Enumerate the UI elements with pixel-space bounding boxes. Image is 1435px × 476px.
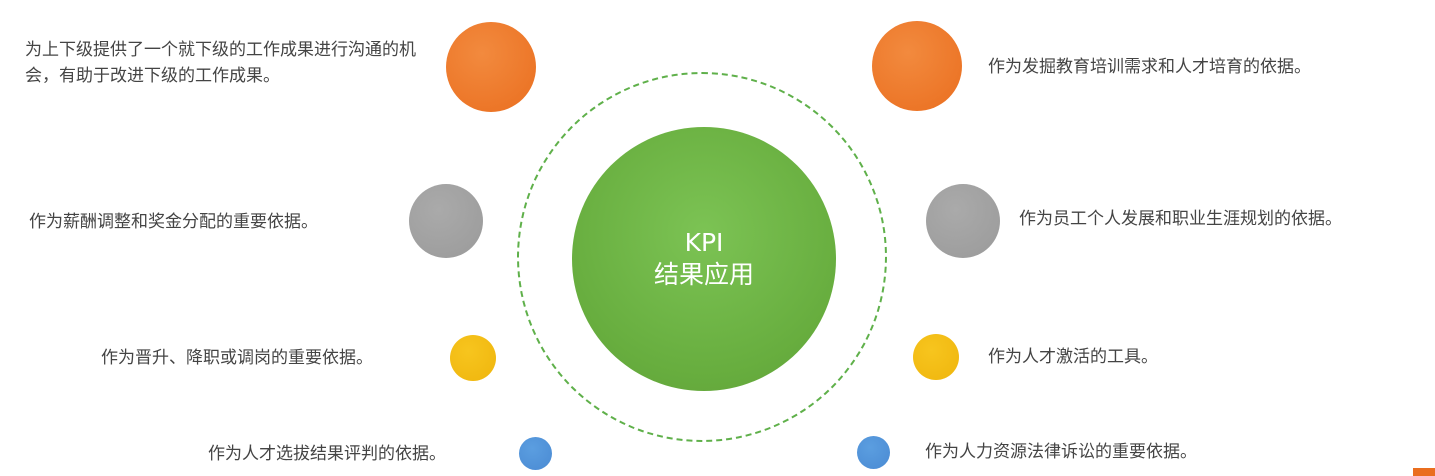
gray-dot-right (926, 184, 1000, 258)
item-label-right-lower-mid: 作为人才激活的工具。 (988, 347, 1158, 367)
corner-marker (1413, 468, 1435, 476)
dashed-ring (517, 72, 887, 442)
yellow-dot-right (913, 334, 959, 380)
item-label-left-top: 为上下级提供了一个就下级的工作成果进行沟通的机会，有助于改进下级的工作成果。 (25, 40, 416, 86)
blue-dot-right (857, 436, 890, 469)
yellow-dot-left (450, 335, 496, 381)
item-label-right-bottom: 作为人力资源法律诉讼的重要依据。 (925, 442, 1197, 462)
item-label-left-lower-mid: 作为晋升、降职或调岗的重要依据。 (101, 348, 373, 368)
item-label-right-top: 作为发掘教育培训需求和人才培育的依据。 (988, 57, 1311, 77)
center-subtitle: 结果应用 (653, 260, 754, 289)
item-label-left-upper-mid: 作为薪酬调整和奖金分配的重要依据。 (29, 212, 318, 232)
item-label-left-bottom: 作为人才选拔结果评判的依据。 (208, 444, 446, 464)
item-label-right-upper-mid: 作为员工个人发展和职业生涯规划的依据。 (1019, 209, 1342, 229)
center-title: KPI (684, 227, 724, 257)
gray-dot-left (409, 184, 483, 258)
orange-dot-right (872, 21, 962, 111)
orange-dot-left (446, 22, 536, 112)
center-circle: KPI 结果应用 (572, 127, 836, 391)
blue-dot-left (519, 437, 552, 470)
